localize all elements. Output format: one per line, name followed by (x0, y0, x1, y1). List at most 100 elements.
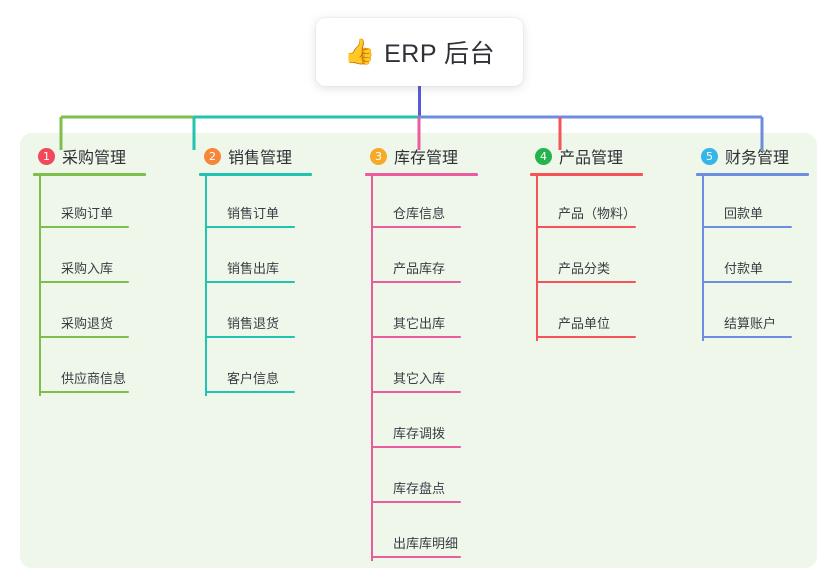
diagram-panel (20, 133, 817, 568)
leaf-item[interactable]: 销售退货 (205, 286, 312, 341)
column-branch: 回款单付款单结算账户 (702, 176, 809, 341)
leaf-item-label: 采购入库 (61, 261, 114, 276)
leaf-item[interactable]: 其它出库 (371, 286, 478, 341)
leaf-underline (371, 501, 461, 503)
column-branch: 产品（物料） 产品分类产品单位 (536, 176, 643, 341)
leaf-item-label: 销售出库 (227, 261, 280, 276)
leaf-item[interactable]: 库存盘点 (371, 451, 478, 506)
leaf-underline (702, 281, 792, 283)
leaf-underline (39, 281, 129, 283)
column-header-5[interactable]: 5 财务管理 (696, 144, 809, 168)
leaf-item[interactable]: 库存调拨 (371, 396, 478, 451)
branch-trunk (371, 176, 373, 561)
branch-trunk (536, 176, 538, 341)
leaf-item[interactable]: 其它入库 (371, 341, 478, 396)
number-badge-icon: 2 (204, 147, 221, 165)
leaf-item[interactable]: 产品单位 (536, 286, 643, 341)
leaf-item[interactable]: 回款单 (702, 176, 809, 231)
leaf-underline (371, 281, 461, 283)
leaf-item-label: 销售订单 (227, 206, 280, 221)
root-node-title: ERP 后台 (384, 40, 496, 68)
leaf-item[interactable]: 产品库存 (371, 231, 478, 286)
column-title: 库存管理 (394, 150, 459, 167)
leaf-item-label: 产品库存 (393, 261, 446, 276)
column-title: 销售管理 (228, 150, 293, 167)
leaf-item-label: 产品（物料） (558, 206, 637, 221)
branch-trunk (702, 176, 704, 341)
leaf-underline (371, 556, 461, 558)
leaf-item[interactable]: 仓库信息 (371, 176, 478, 231)
column-branch: 销售订单销售出库销售退货客户信息 (205, 176, 312, 396)
leaf-underline (536, 336, 636, 338)
leaf-item-label: 仓库信息 (393, 206, 446, 221)
column-underline (33, 173, 146, 176)
leaf-underline (205, 281, 295, 283)
leaf-item-label: 结算账户 (724, 316, 777, 331)
leaf-item[interactable]: 采购退货 (39, 286, 146, 341)
column-header-4[interactable]: 4 产品管理 (530, 144, 643, 168)
leaf-item-label: 产品单位 (558, 316, 611, 331)
leaf-underline (205, 391, 295, 393)
branch-trunk (39, 176, 41, 396)
column-4: 4 产品管理产品（物料） 产品分类产品单位 (530, 144, 643, 341)
leaf-item[interactable]: 付款单 (702, 231, 809, 286)
leaf-underline (371, 336, 461, 338)
number-badge-icon: 5 (701, 147, 718, 165)
leaf-underline (536, 281, 636, 283)
column-branch: 仓库信息产品库存其它出库其它入库库存调拨库存盘点出库库明细 (371, 176, 478, 561)
leaf-underline (702, 226, 792, 228)
root-node-inner: 👍 ERP 后台 (344, 34, 495, 70)
branch-trunk (205, 176, 207, 396)
leaf-underline (39, 391, 129, 393)
column-header-2[interactable]: 2 销售管理 (199, 144, 312, 168)
leaf-item-label: 供应商信息 (61, 371, 127, 386)
column-underline (199, 173, 312, 176)
leaf-item[interactable]: 结算账户 (702, 286, 809, 341)
column-header-3[interactable]: 3 库存管理 (365, 144, 478, 168)
leaf-item[interactable]: 产品（物料） (536, 176, 643, 231)
leaf-item-label: 采购订单 (61, 206, 114, 221)
leaf-item-label: 回款单 (724, 206, 764, 221)
leaf-item-label: 其它入库 (393, 371, 446, 386)
leaf-item[interactable]: 产品分类 (536, 231, 643, 286)
number-badge-icon: 3 (370, 147, 387, 165)
leaf-item-label: 付款单 (724, 261, 764, 276)
leaf-item[interactable]: 销售出库 (205, 231, 312, 286)
column-underline (530, 173, 643, 176)
column-title: 财务管理 (725, 150, 790, 167)
column-5: 5 财务管理回款单付款单结算账户 (696, 144, 809, 341)
leaf-underline (371, 226, 461, 228)
leaf-item[interactable]: 销售订单 (205, 176, 312, 231)
leaf-underline (205, 336, 295, 338)
leaf-item-label: 产品分类 (558, 261, 611, 276)
leaf-item-label: 销售退货 (227, 316, 280, 331)
number-badge-icon: 4 (535, 147, 552, 165)
leaf-underline (371, 446, 461, 448)
leaf-underline (39, 336, 129, 338)
leaf-item-label: 库存调拨 (393, 426, 446, 441)
column-underline (696, 173, 809, 176)
root-node-card[interactable]: 👍 ERP 后台 (316, 18, 523, 86)
column-2: 2 销售管理销售订单销售出库销售退货客户信息 (199, 144, 312, 396)
leaf-item[interactable]: 采购入库 (39, 231, 146, 286)
column-underline (365, 173, 478, 176)
leaf-item[interactable]: 客户信息 (205, 341, 312, 396)
leaf-item-label: 其它出库 (393, 316, 446, 331)
leaf-item-label: 采购退货 (61, 316, 114, 331)
leaf-item-label: 库存盘点 (393, 481, 446, 496)
leaf-item[interactable]: 采购订单 (39, 176, 146, 231)
leaf-underline (536, 226, 636, 228)
thumbs-up-icon: 👍 (343, 37, 376, 66)
leaf-item[interactable]: 供应商信息 (39, 341, 146, 396)
column-title: 产品管理 (559, 150, 624, 167)
number-badge-icon: 1 (38, 147, 55, 165)
leaf-item-label: 出库库明细 (393, 536, 459, 551)
leaf-underline (371, 391, 461, 393)
leaf-underline (702, 336, 792, 338)
leaf-underline (205, 226, 295, 228)
column-branch: 采购订单采购入库采购退货供应商信息 (39, 176, 146, 396)
leaf-item[interactable]: 出库库明细 (371, 506, 478, 561)
